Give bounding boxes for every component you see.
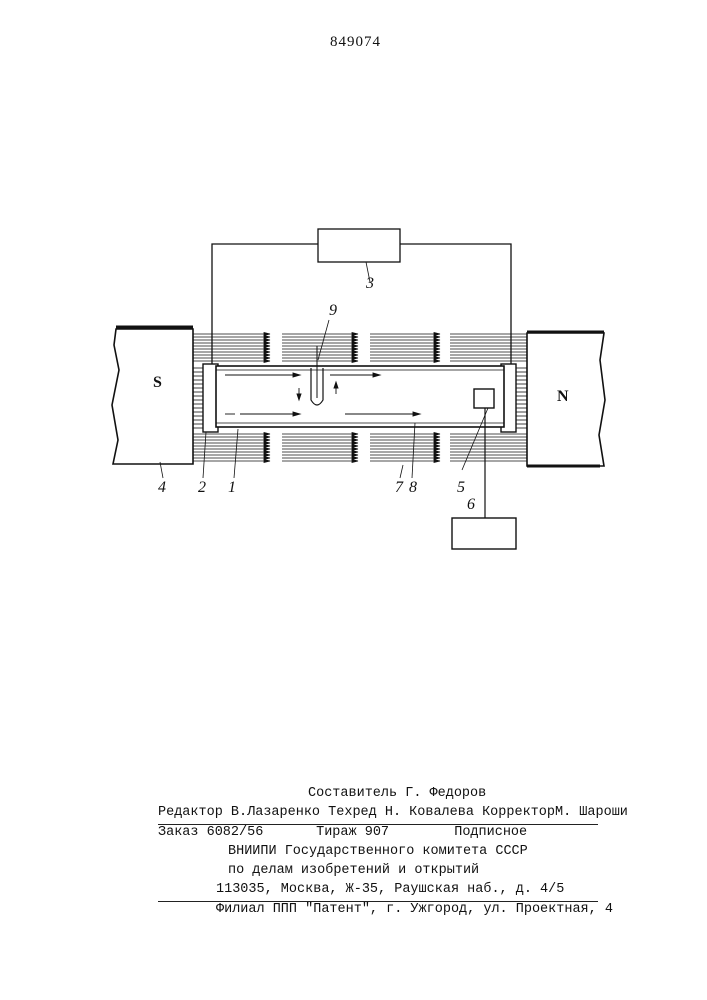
label-5: 5 [457, 480, 465, 496]
label-9: 9 [329, 303, 337, 319]
branch-line: Филиал ППП "Патент", г. Ужгород, ул. Про… [158, 902, 598, 921]
address-line: 113035, Москва, Ж-35, Раушская наб., д. … [158, 882, 598, 902]
field-arrow [352, 333, 358, 336]
field-arrow [434, 448, 440, 451]
field-arrow [264, 439, 270, 442]
field-arrow [352, 451, 358, 454]
field-arrow [352, 460, 358, 463]
field-arrow [434, 451, 440, 454]
field-arrow [434, 457, 440, 460]
field-arrow [352, 448, 358, 451]
field-arrow [352, 445, 358, 448]
compiler-line: Составитель Г. Федоров [158, 786, 598, 805]
field-arrow [352, 357, 358, 360]
field-arrow [352, 354, 358, 357]
order: Заказ 6082/56 [158, 825, 308, 840]
wire-right [400, 244, 511, 367]
imprint-footer: Составитель Г. Федоров Редактор В.Лазаре… [158, 786, 598, 921]
field-arrow [434, 442, 440, 445]
block-6 [452, 518, 516, 549]
field-arrow [352, 454, 358, 457]
field-arrow [434, 436, 440, 439]
field-arrow [434, 333, 440, 336]
field-arrow [264, 357, 270, 360]
label-7: 7 [395, 480, 403, 496]
sensor-5 [474, 389, 494, 408]
field-arrow [264, 360, 270, 363]
field-arrow [264, 348, 270, 351]
field-arrow [264, 436, 270, 439]
field-arrow [434, 354, 440, 357]
field-arrow [352, 336, 358, 339]
field-arrow [434, 345, 440, 348]
field-arrow [352, 345, 358, 348]
field-arrow [264, 354, 270, 357]
field-arrow [352, 439, 358, 442]
field-arrow [434, 439, 440, 442]
label-4: 4 [158, 480, 166, 496]
field-arrow [352, 348, 358, 351]
field-arrow [434, 351, 440, 354]
field-arrow [434, 357, 440, 360]
label-8: 8 [409, 480, 417, 496]
field-arrow [434, 360, 440, 363]
field-arrow [434, 460, 440, 463]
subscription: Подписное [454, 825, 527, 840]
field-arrow [264, 351, 270, 354]
field-arrow [434, 454, 440, 457]
field-arrow [264, 339, 270, 342]
field-arrow [352, 436, 358, 439]
field-arrow [352, 442, 358, 445]
field-arrow [352, 351, 358, 354]
org-line-1: ВНИИПИ Государственного комитета СССР [158, 844, 598, 863]
field-arrow [434, 433, 440, 436]
field-arrow [264, 433, 270, 436]
block-3 [318, 229, 400, 262]
field-arrow [264, 342, 270, 345]
field-arrow [434, 348, 440, 351]
field-arrow [352, 342, 358, 345]
magnet-pole-s [112, 327, 193, 464]
field-arrow [264, 454, 270, 457]
field-arrow [434, 339, 440, 342]
corrector: КорректорМ. Шароши [482, 805, 628, 820]
label-1: 1 [228, 480, 236, 496]
pole-label-s: S [153, 374, 162, 392]
techred: Техред Н. Ковалева [328, 805, 474, 820]
field-arrow [264, 448, 270, 451]
field-arrow [264, 460, 270, 463]
print-run: Тираж 907 [316, 825, 446, 840]
field-arrow [264, 442, 270, 445]
field-arrow [352, 339, 358, 342]
field-arrow [264, 345, 270, 348]
order-line: Заказ 6082/56 Тираж 907 Подписное [158, 825, 598, 844]
label-2: 2 [198, 480, 206, 496]
field-arrow [264, 457, 270, 460]
field-arrow [264, 445, 270, 448]
editor: Редактор В.Лазаренко [158, 805, 320, 820]
field-arrow [434, 342, 440, 345]
staff-line: Редактор В.Лазаренко Техред Н. Ковалева … [158, 805, 598, 825]
field-arrow [352, 457, 358, 460]
field-arrow [264, 336, 270, 339]
label-3: 3 [366, 276, 374, 292]
label-6: 6 [467, 497, 475, 513]
field-arrow [434, 445, 440, 448]
org-line-2: по делам изобретений и открытий [158, 863, 598, 882]
field-arrow [264, 451, 270, 454]
pole-label-n: N [557, 388, 569, 406]
field-arrow [352, 433, 358, 436]
field-arrow [434, 336, 440, 339]
field-arrow [352, 360, 358, 363]
field-arrow [264, 333, 270, 336]
